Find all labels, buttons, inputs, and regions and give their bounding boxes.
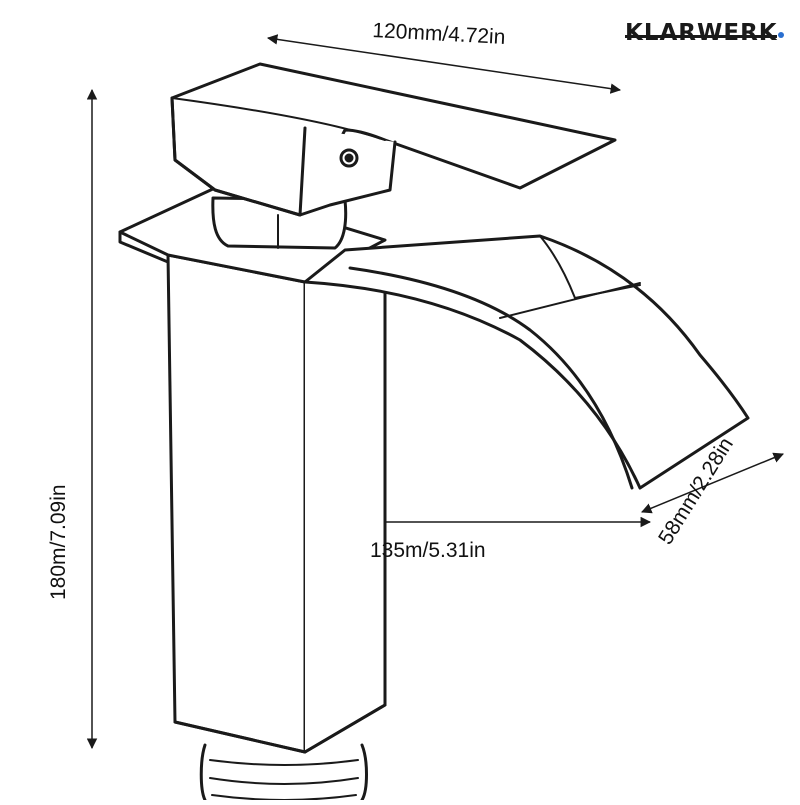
dim-line-top — [266, 34, 622, 94]
dimension-depth: 135m/5.31in — [370, 539, 486, 562]
dim-line-spout — [641, 452, 784, 514]
brand-name: KLARWERK — [625, 20, 778, 46]
brand-underline — [625, 35, 777, 38]
brand-dot-icon — [778, 32, 784, 38]
dimension-height: 180m/7.09in — [47, 484, 70, 600]
faucet-base-connector — [199, 743, 368, 802]
faucet-spout — [303, 234, 750, 490]
brand-logo: KLARWERK — [625, 18, 785, 48]
faucet-handle — [170, 62, 617, 217]
faucet-column — [166, 253, 387, 754]
